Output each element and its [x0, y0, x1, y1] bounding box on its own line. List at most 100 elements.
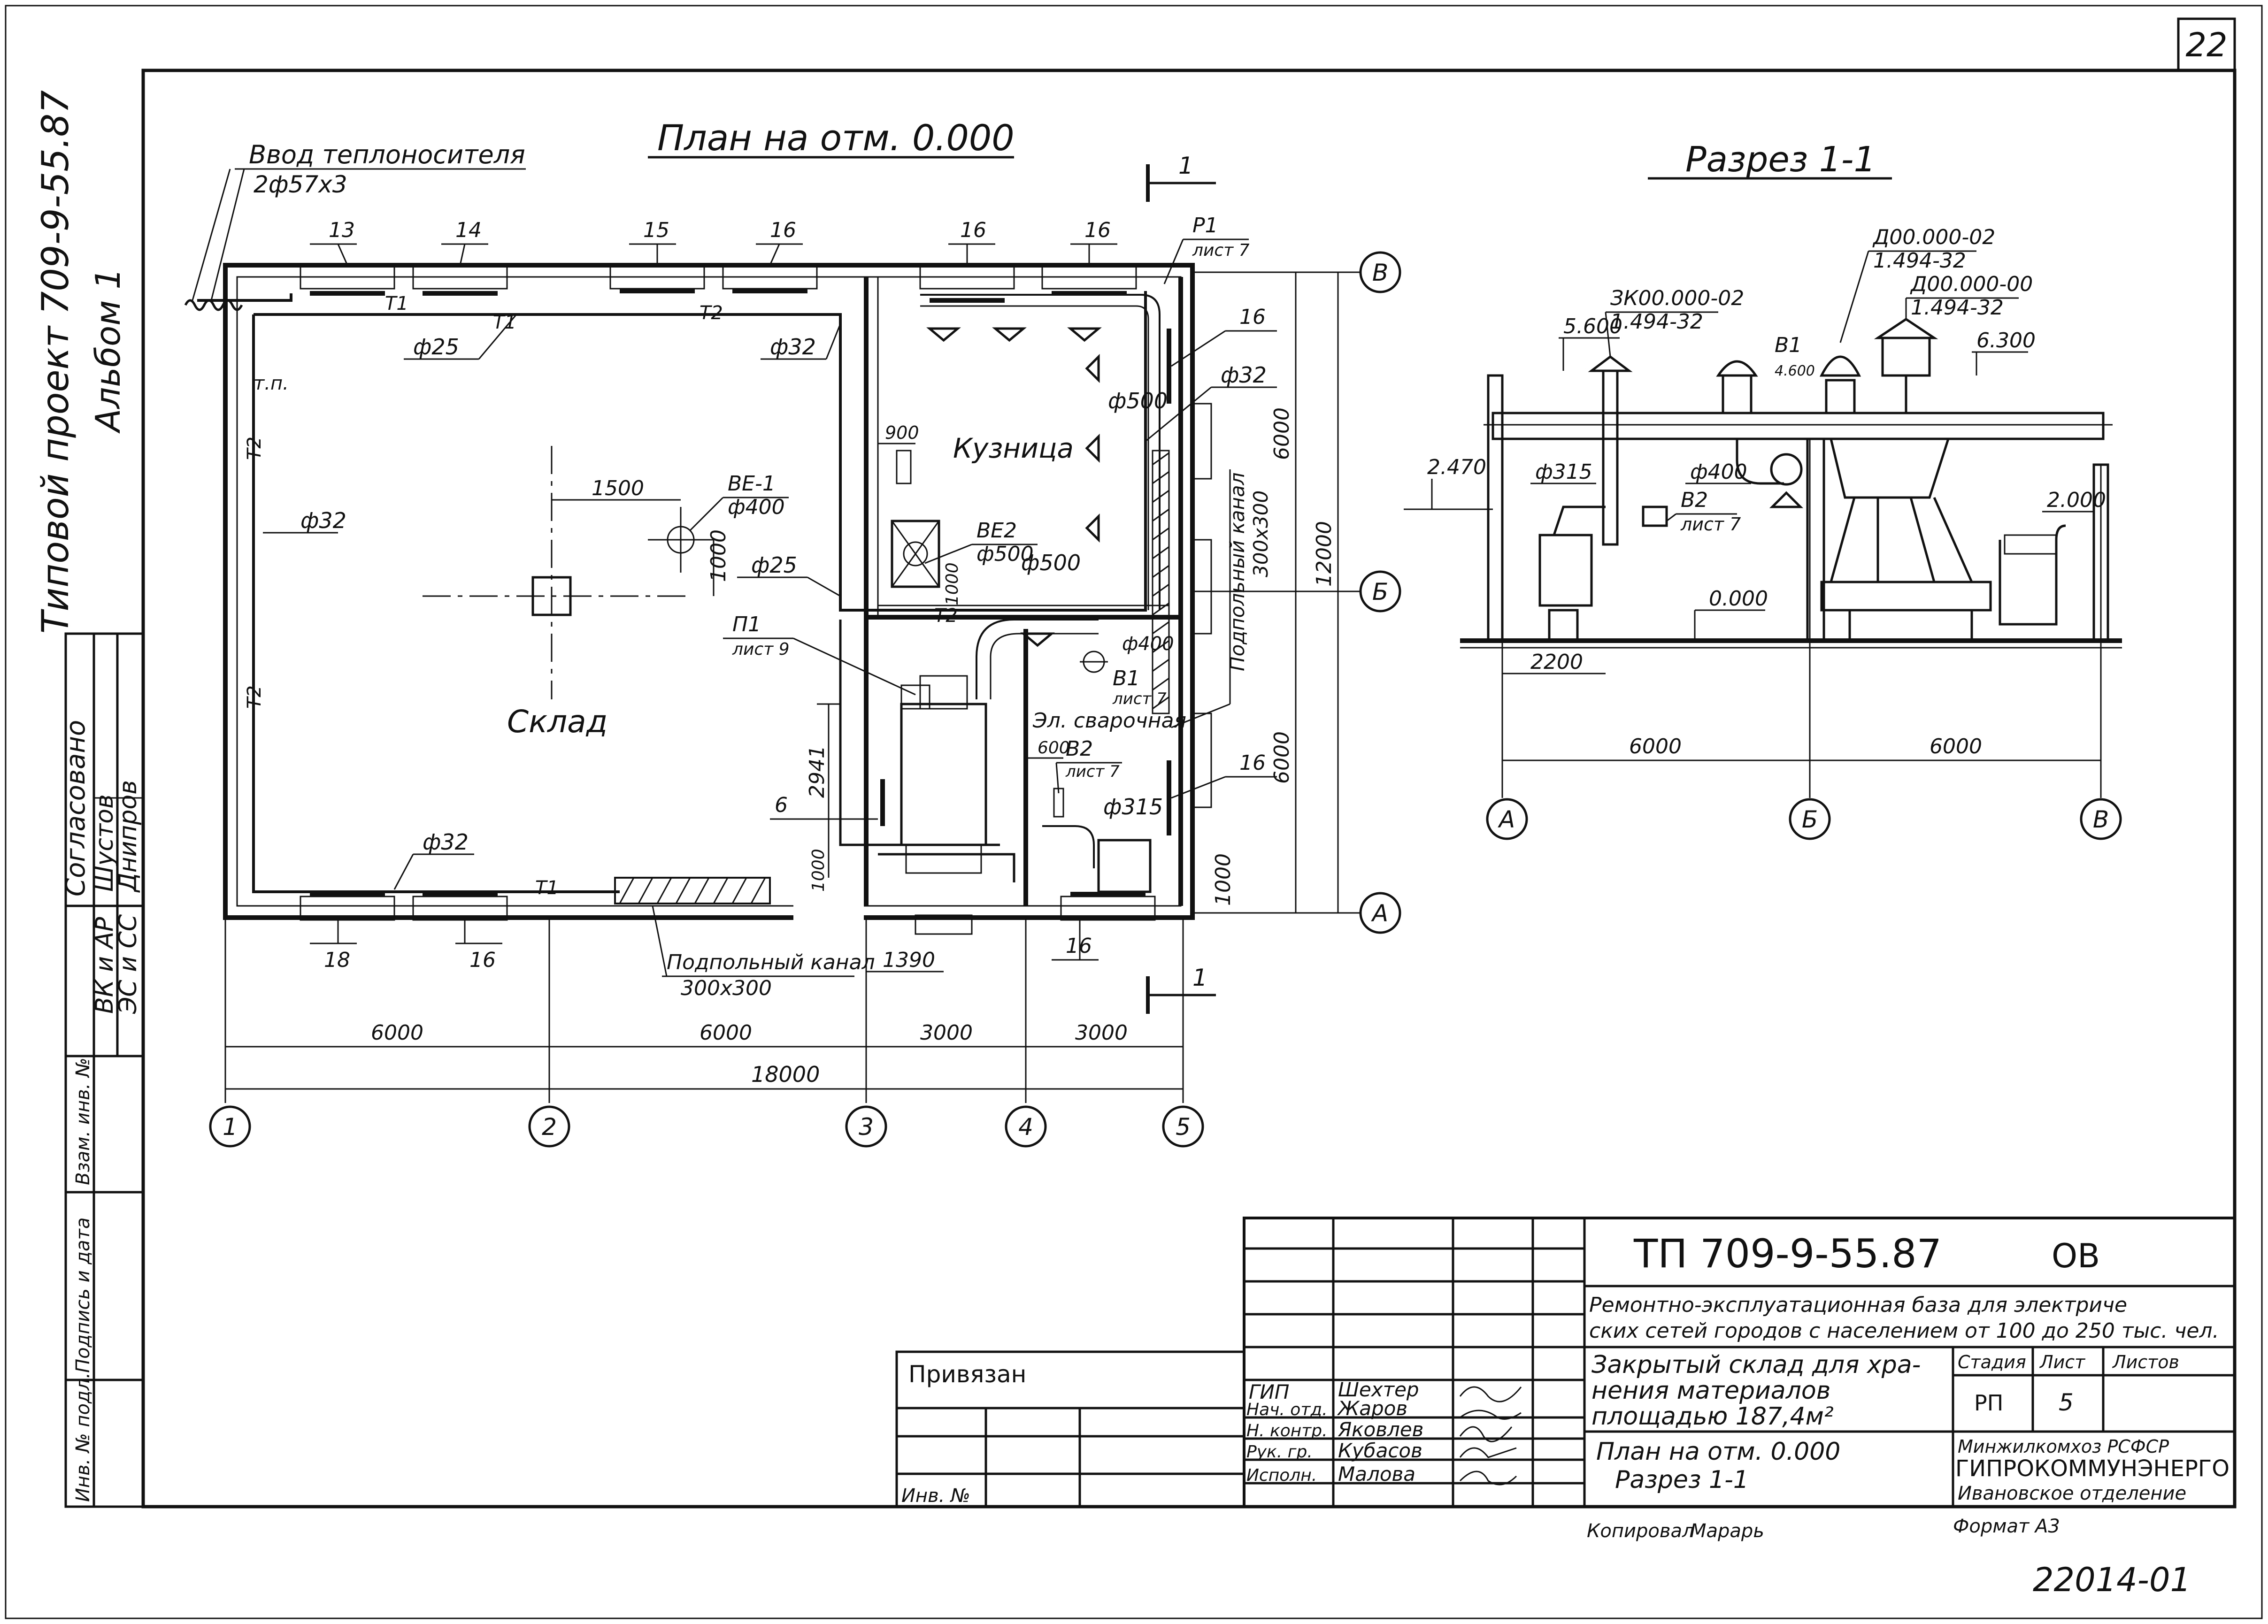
channel-size-bottom: 300х300 — [681, 976, 772, 1000]
title-block: Привязан Инв. № ГИП Нач. отд. Н. контр. … — [895, 1217, 2236, 1599]
sec-deflector2-ref: 1.494-32 — [1873, 249, 1966, 273]
lbl-d400: ф400 — [1122, 633, 1174, 655]
tb-name-3: Кубасов — [1338, 1439, 1422, 1462]
tb-sheet-h: Лист — [2039, 1352, 2086, 1372]
tag-18: 18 — [324, 948, 350, 972]
tag-16b: 16 — [960, 218, 986, 242]
sec-dim-2200: 2200 — [1530, 650, 1583, 674]
dim-600: 600 — [1038, 738, 1070, 758]
tb-stage-h: Стадия — [1958, 1352, 2026, 1372]
tag-16a: 16 — [770, 218, 796, 242]
sec-b1: В1 — [1775, 333, 1802, 357]
lbl-p1-sheet: лист 9 — [732, 640, 790, 659]
section-mark-bottom: 1 — [1192, 964, 1207, 991]
lbl-t1-a: Т1 — [385, 293, 408, 314]
dim-6000-d: 6000 — [1270, 731, 1294, 784]
b2-fan — [1097, 839, 1152, 893]
tb-sheet-1: План на отм. 0.000 — [1596, 1438, 1840, 1466]
stamp-agreed: Согласовано — [61, 720, 91, 896]
tb-object-2: нения материалов — [1591, 1377, 1830, 1405]
tb-ministry: Минжилкомхоз РСФСР — [1958, 1436, 2169, 1457]
radiators-bottom — [300, 877, 1156, 921]
lbl-t2-d: Т2 — [934, 605, 958, 627]
dim-1500: 1500 — [592, 476, 644, 500]
tag-6: 6 — [775, 793, 788, 817]
tb-name-4: Малова — [1338, 1463, 1415, 1486]
sec-elev-0000: 0.000 — [1709, 587, 1768, 611]
tb-privyazan: Привязан — [908, 1361, 1026, 1388]
tag-14: 14 — [455, 218, 482, 242]
tag-16g: 16 — [1066, 934, 1092, 958]
project-vertical-text: Типовой проект 709-9-55.87 — [35, 90, 77, 634]
sec-elev-4600: 4.600 — [1775, 363, 1815, 379]
left-stamp: Согласовано ВК и АР ЭС и СС Шустов Днипр… — [61, 632, 145, 1508]
room-warehouse: Склад — [507, 704, 607, 740]
dim-1000-b: 1000 — [943, 562, 962, 605]
channel-label-bottom: Подпольный канал — [667, 950, 875, 974]
tb-name-1: Жаров — [1337, 1397, 1407, 1420]
duct-forge-exhaust — [976, 619, 1099, 699]
tag-13: 13 — [329, 218, 355, 242]
tb-sheet-no: 5 — [2059, 1389, 2074, 1416]
lbl-d32-b: ф32 — [300, 508, 346, 533]
lbl-p1-top: Р1 — [1192, 214, 1218, 237]
sec-d400: ф400 — [1690, 460, 1747, 484]
lbl-be1-d: ф400 — [728, 495, 785, 519]
tb-org-2: ских сетей городов с населением от 100 д… — [1589, 1319, 2219, 1343]
axis-4: 4 — [1018, 1113, 1033, 1141]
sec-axis-v: В — [2093, 806, 2109, 833]
section-view: Разрез 1-1 — [1404, 139, 2122, 840]
sec-elev-2000: 2.000 — [2047, 488, 2106, 512]
lbl-d32-a: ф32 — [770, 334, 816, 360]
sec-dim-6000-b: 6000 — [1930, 735, 1982, 758]
tb-copied: Копировал — [1587, 1520, 1694, 1542]
tb-name-2: Яковлев — [1338, 1418, 1423, 1441]
lbl-be2: ВЕ2 — [976, 519, 1017, 543]
inlet-label: Ввод теплоносителя — [249, 140, 525, 169]
lbl-t2-b: Т2 — [244, 437, 265, 460]
axis-v: В — [1372, 259, 1388, 286]
tb-code: ТП 709-9-55.87 — [1633, 1231, 1942, 1277]
tb-role-3: Рук. гр. — [1246, 1442, 1313, 1462]
sec-deflector3-ref: 1.494-32 — [1911, 296, 2004, 320]
dim-2941: 2941 — [805, 745, 829, 798]
axis-b: Б — [1372, 578, 1388, 605]
dim-6000-a: 6000 — [371, 1021, 423, 1045]
tb-role-1: Нач. отд. — [1246, 1400, 1328, 1419]
outer-frame — [5, 5, 2263, 1619]
lbl-b1: В1 — [1113, 666, 1140, 690]
dim-1000-d: 1000 — [1211, 853, 1235, 906]
sec-elev-6300: 6.300 — [1976, 329, 2036, 352]
lbl-be2-d: ф500 — [976, 542, 1034, 566]
section-mark-top: 1 — [1178, 152, 1193, 179]
lbl-d25-b: ф25 — [751, 552, 797, 578]
lbl-b1-sheet: лист 7 — [1112, 689, 1167, 708]
stamp-sign-date: Подпись и дата — [72, 1218, 94, 1373]
page-number: 22 — [2185, 26, 2227, 64]
tag-16d: 16 — [1239, 305, 1266, 329]
tb-object-3: площадью 187,4м² — [1591, 1402, 1834, 1431]
stamp-inv-replace: Взам. инв. № — [72, 1057, 94, 1185]
lbl-d315: ф315 — [1103, 794, 1163, 820]
dim-1000-c: 1000 — [809, 849, 828, 892]
lbl-d32-c: ф32 — [423, 829, 469, 855]
dim-6000-c: 6000 — [1270, 407, 1294, 460]
pipe-t2 — [254, 291, 1147, 612]
sec-deflector1: ЗК00.000-02 — [1610, 286, 1744, 310]
tb-sheet-2: Разрез 1-1 — [1615, 1466, 1749, 1494]
sec-deflector3: Д00.000-00 — [1910, 272, 2033, 296]
sec-axis-a: А — [1498, 806, 1515, 833]
lbl-t1-c: Т1 — [535, 877, 559, 899]
lbl-b2-sheet: лист 7 — [1065, 762, 1120, 781]
sec-deflector2: Д00.000-02 — [1872, 225, 1995, 249]
lbl-p1-top-sheet: лист 7 — [1192, 241, 1250, 260]
tb-suffix: ОВ — [2052, 1237, 2100, 1275]
radiators-top — [300, 264, 1137, 303]
tb-object-1: Закрытый склад для хра- — [1591, 1351, 1921, 1379]
signatures — [1459, 1386, 1522, 1486]
page-number-box — [2177, 17, 2236, 72]
lbl-d32-d: ф32 — [1221, 362, 1267, 388]
room-forge: Кузница — [953, 432, 1074, 464]
heater-tags: 13 14 15 16 16 16 16 16 18 16 16 6 — [310, 218, 1277, 972]
